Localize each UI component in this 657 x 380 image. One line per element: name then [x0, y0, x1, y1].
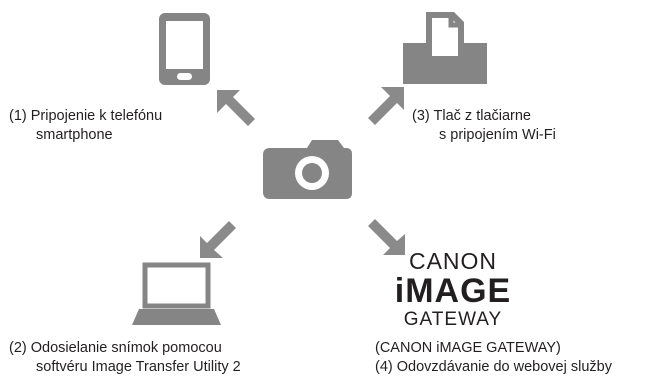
camera-icon [263, 140, 352, 199]
web-service-caption: (CANON iMAGE GATEWAY) (4) Odovzdávanie d… [375, 339, 612, 377]
logo-line-gateway: GATEWAY [403, 309, 503, 330]
smartphone-caption: (1) Pripojenie k telefónu smartphone [9, 107, 162, 145]
printer-caption-line-1: (3) Tlač z tlačiarne [412, 108, 531, 124]
smartphone-caption-line-1: (1) Pripojenie k telefónu [9, 108, 163, 124]
smartphone-caption-line-2: smartphone [36, 127, 113, 143]
printer-caption-line-2: s pripojením Wi-Fi [439, 127, 556, 143]
logo-line-canon: CANON [408, 248, 498, 274]
web-service-caption-line-2: (4) Odovzdávanie do webovej služby [375, 359, 612, 375]
logo-line-image: iMAGE [394, 272, 512, 310]
computer-caption-line-2: softvéru Image Transfer Utility 2 [36, 359, 241, 375]
smartphone-icon [159, 13, 210, 85]
printer-caption: (3) Tlač z tlačiarne s pripojením Wi-Fi [412, 107, 556, 145]
arrow-to-web-service [368, 219, 405, 255]
printer-icon [403, 12, 487, 84]
arrow-to-printer [368, 87, 404, 125]
computer-caption-line-1: (2) Odosielanie snímok pomocou [9, 340, 222, 356]
computer-caption: (2) Odosielanie snímok pomocou softvéru … [9, 339, 241, 377]
arrow-to-smartphone [217, 90, 255, 126]
canon-image-gateway-logo: CANON iMAGE GATEWAY [383, 249, 523, 331]
web-service-caption-line-1: (CANON iMAGE GATEWAY) [375, 340, 561, 356]
arrow-to-computer [200, 221, 236, 258]
laptop-icon [132, 262, 221, 325]
